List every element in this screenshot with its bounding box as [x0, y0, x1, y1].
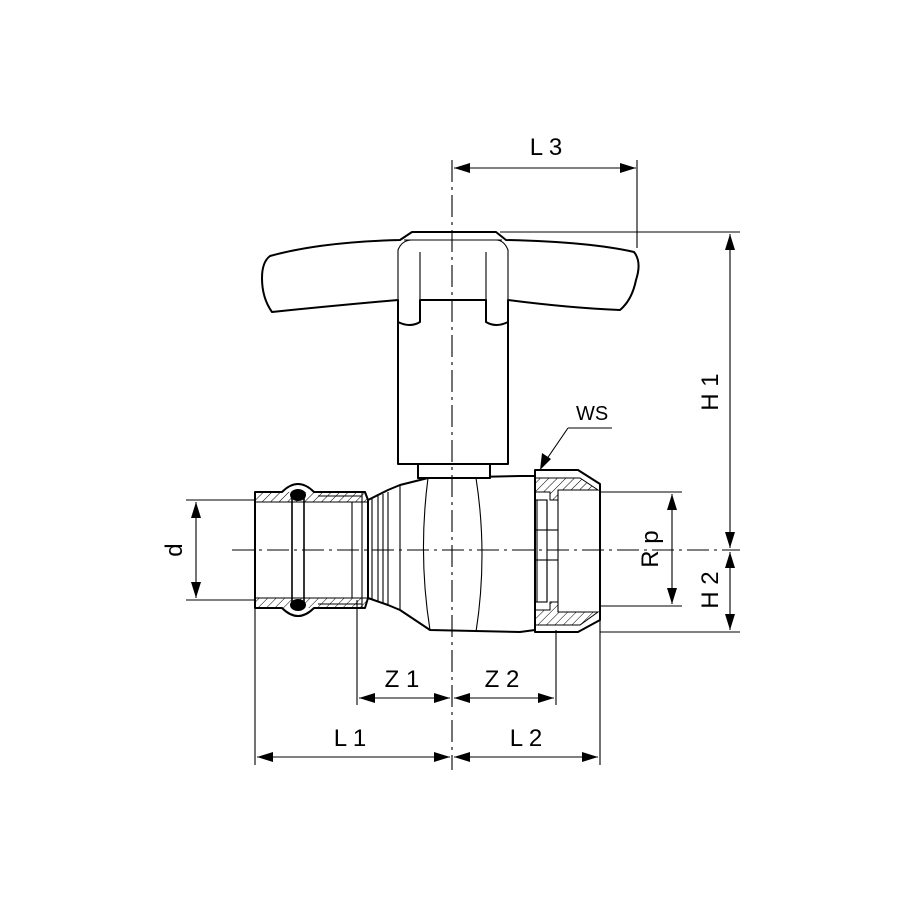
label-rp: R p	[637, 530, 664, 567]
centerlines	[232, 160, 740, 770]
label-h2: H 2	[697, 571, 724, 608]
label-h1: H 1	[697, 373, 724, 410]
label-z2: Z 2	[485, 666, 520, 693]
label-l1: L 1	[334, 725, 366, 752]
label-d: d	[161, 543, 188, 556]
label-z1: Z 1	[385, 666, 420, 693]
valve-body	[254, 469, 601, 633]
dimension-labels: L 3 L 1 L 2 Z 1 Z 2 WS H 1 H 2 R p d	[161, 134, 724, 752]
dimension-lines	[186, 160, 740, 765]
label-ws: WS	[576, 403, 608, 425]
label-l2: L 2	[510, 725, 542, 752]
t-handle	[261, 231, 640, 479]
label-l3: L 3	[530, 134, 562, 161]
